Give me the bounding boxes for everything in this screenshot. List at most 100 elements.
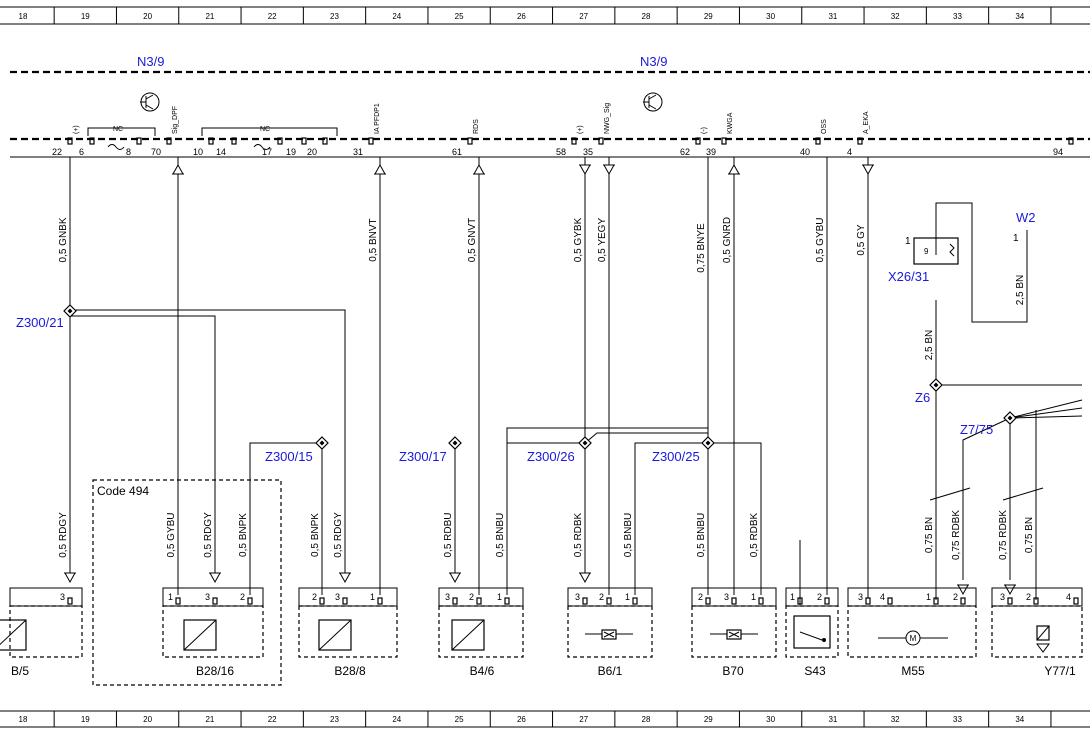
wire-label: 0,5 RDBU	[443, 512, 454, 557]
ruler-number: 19	[81, 715, 90, 724]
pin-number: 70	[151, 147, 161, 157]
component-label: B28/8	[334, 664, 366, 678]
component-pin-number: 3	[575, 592, 580, 602]
component-pin-number: 2	[312, 592, 317, 602]
wire-label: 0,75 RDBK	[951, 510, 962, 560]
pin-signal-label: NWG_Sig	[604, 103, 611, 134]
pin: 14	[216, 137, 237, 157]
component-pin-number: 3	[724, 592, 729, 602]
ruler-number: 22	[268, 715, 277, 724]
pin-number: 17	[262, 147, 272, 157]
component-pin-number: 2	[240, 592, 245, 602]
ruler-number: 33	[953, 12, 962, 21]
pressure-sensor-icon	[183, 619, 217, 651]
pin-number: 20	[307, 147, 317, 157]
wire-label: 0,5 GNVT	[467, 218, 478, 262]
wire-label: 0,5 GNBK	[58, 217, 69, 262]
ruler-number: 27	[579, 715, 588, 724]
component-pin-number: 2	[817, 592, 822, 602]
splice-label-z300-15: Z300/15	[265, 449, 313, 464]
pin: 17	[262, 137, 283, 157]
ruler-number: 33	[953, 715, 962, 724]
component-pin-number: 1	[926, 592, 931, 602]
valve-icon	[1036, 625, 1050, 641]
pin-signal-label: A_EKA	[863, 111, 870, 134]
ruler-number: 25	[455, 12, 464, 21]
component-pin-number: 3	[445, 592, 450, 602]
pin: 94	[1053, 137, 1074, 157]
component-pin-number: 3	[60, 592, 65, 602]
pin-number: 14	[216, 147, 226, 157]
arrows	[64, 163, 1016, 596]
ruler-number: 19	[81, 12, 90, 21]
splice-diamond-icon	[63, 304, 77, 318]
ruler-number: 31	[828, 12, 837, 21]
component-pin-number: 1	[168, 592, 173, 602]
ruler-number: 18	[19, 12, 28, 21]
wire-label: 0,75 BN	[924, 517, 935, 553]
wire-label: 0,5 GYBU	[815, 217, 826, 262]
ruler-number: 22	[268, 12, 277, 21]
wire-label: 0,5 RDGY	[333, 512, 344, 558]
wire-label: 0,5 RDBK	[573, 512, 584, 557]
wire-label: 0,5 RDBK	[749, 512, 760, 557]
pin-number: 8	[126, 147, 131, 157]
wire-label: 0,5 BNPK	[310, 513, 321, 557]
arrow-icon	[449, 572, 461, 584]
wire-label: 0,5 RDGY	[203, 512, 214, 558]
component-pin-number: 3	[205, 592, 210, 602]
component-label: B6/1	[598, 664, 623, 678]
component-pin-number: 1	[625, 592, 630, 602]
component-pin-number: 2	[599, 592, 604, 602]
component-label: S43	[804, 664, 826, 678]
arrow-icon	[728, 163, 740, 175]
component-pin-number: 3	[1000, 592, 1005, 602]
pin: 22(+)	[52, 125, 80, 157]
component-pin-number: 2	[953, 592, 958, 602]
wire-label: 0,75 RDBK	[998, 510, 1009, 560]
splice-label-z7-75: Z7/75	[960, 422, 993, 437]
splice-diamond-icon	[578, 436, 592, 450]
component-pin-number: 1	[497, 592, 502, 602]
connector-label-w2: W2	[1016, 210, 1036, 225]
component-pin-number: 3	[858, 592, 863, 602]
pin-number: 62	[680, 147, 690, 157]
svg-text:M: M	[910, 634, 917, 643]
transistor-icon	[140, 92, 160, 112]
switch-icon	[793, 615, 831, 649]
ruler-number: 30	[766, 12, 775, 21]
splice-label-z300-17: Z300/17	[399, 449, 447, 464]
module-label-n3-9-left: N3/9	[137, 54, 164, 69]
component-label: B4/6	[470, 664, 495, 678]
wire-label: 0,5 YEGY	[597, 218, 608, 263]
ruler-number: 29	[704, 715, 713, 724]
wire-label: 0,5 GYBK	[573, 217, 584, 262]
ruler-number: 32	[891, 12, 900, 21]
pressure-sensor-icon	[451, 619, 485, 651]
splice-label-z300-25: Z300/25	[652, 449, 700, 464]
ruler-number: 30	[766, 715, 775, 724]
ruler-number: 29	[704, 12, 713, 21]
splice-diamond-icon	[929, 378, 943, 392]
pin-number: 10	[193, 147, 203, 157]
wire-label: 0,5 GY	[856, 224, 867, 255]
pin-signal-label: RDS	[473, 119, 480, 134]
wire-label: 0,5 GYBU	[166, 512, 177, 557]
ruler-number: 31	[828, 715, 837, 724]
wire-label: 0,5 BNVT	[368, 218, 379, 261]
svg-text:1: 1	[1013, 233, 1019, 244]
component-pin-number: 1	[790, 592, 795, 602]
component-label: B28/16	[196, 664, 234, 678]
